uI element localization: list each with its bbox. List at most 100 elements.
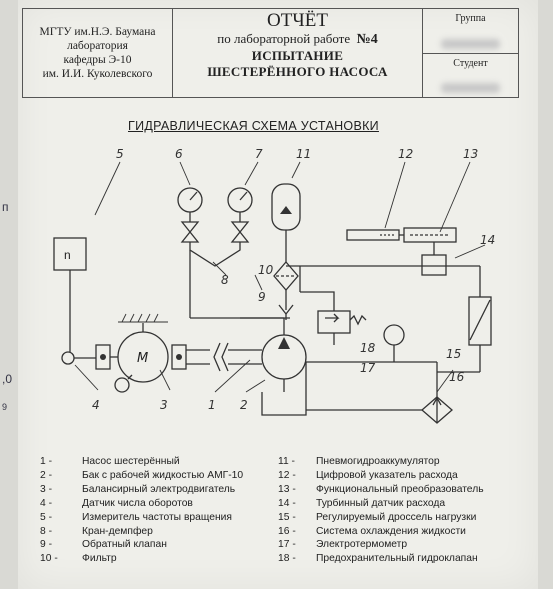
schema-title: ГИДРАВЛИЧЕСКАЯ СХЕМА УСТАНОВКИ <box>128 119 379 133</box>
callout-5: 5 <box>116 147 124 161</box>
legend-text: Бак с рабочей жидкостью АМГ-10 <box>82 469 244 481</box>
callout-15: 15 <box>446 347 461 361</box>
legend-num: 9 - <box>40 539 53 551</box>
legend-row: 3 - Балансирный электродвигатель <box>40 483 243 497</box>
lab-prefix: по лабораторной работе <box>217 31 351 46</box>
callout-11: 11 <box>296 147 311 161</box>
legend-text: Балансирный электродвигатель <box>82 483 236 495</box>
legend-text: Предохранительный гидроклапан <box>316 553 478 565</box>
margin-mark: п <box>2 200 9 214</box>
callout-17: 17 <box>360 361 376 375</box>
cooler-16 <box>421 396 453 424</box>
legend-text: Измеритель частоты вращения <box>82 511 232 523</box>
legend-text: Насос шестерённый <box>82 456 180 467</box>
legend-num: 3 - <box>40 483 53 495</box>
legend-num: 18 - <box>278 553 296 565</box>
callout-8: 8 <box>221 273 229 287</box>
institution-line: кафедры Э-10 <box>63 54 132 66</box>
redacted-field <box>441 83 500 93</box>
legend-num: 10 - <box>40 553 58 565</box>
damper-valve <box>230 212 250 243</box>
legend-row: 11 - Пневмогидроаккумулятор <box>278 455 484 469</box>
legend-num: 16 - <box>278 525 296 537</box>
legend-row: 17 - Электротермометр <box>278 538 484 552</box>
legend-text: Обратный клапан <box>82 539 167 551</box>
margin-mark: ,0 <box>2 372 13 386</box>
institution-block: МГТУ им.Н.Э. Баумана лаборатория кафедры… <box>23 9 173 97</box>
legend-num: 5 - <box>40 511 53 523</box>
legend-row: 5 - Измеритель частоты вращения <box>40 511 243 525</box>
callout-13: 13 <box>463 147 478 161</box>
callout-10: 10 <box>258 263 274 277</box>
callout-labels: 5 6 7 11 12 13 14 10 9 8 18 17 15 16 4 3… <box>64 147 495 412</box>
legend-row: 18 - Предохранительный гидроклапан <box>278 552 484 566</box>
group-label: Группа <box>455 13 486 24</box>
legend-text: Функциональный преобразователь <box>316 483 484 495</box>
title-block: ОТЧЁТ по лабораторной работе №4 ИСПЫТАНИ… <box>173 9 423 97</box>
legend-row: 9 - Обратный клапан <box>40 538 243 552</box>
legend-row: 14 - Турбинный датчик расхода <box>278 497 484 511</box>
damper-valve <box>180 212 200 243</box>
institution-line: им. И.И. Куколевского <box>42 68 153 80</box>
callout-16: 16 <box>449 370 465 384</box>
callout-1: 1 <box>208 398 216 412</box>
student-cell: Студент <box>423 54 518 98</box>
group-cell: Группа <box>423 9 518 54</box>
legend-text: Пневмогидроаккумулятор <box>316 456 440 467</box>
legend-num: 14 - <box>278 497 296 509</box>
legend-num: 17 - <box>278 539 296 551</box>
legend-num: 12 - <box>278 469 296 481</box>
report-title: ОТЧЁТ <box>267 10 328 31</box>
callout-2: 2 <box>240 398 248 412</box>
hydraulic-schema: 5 6 7 11 12 13 14 10 9 8 18 17 15 16 4 3… <box>53 147 495 424</box>
legend-num: 2 - <box>40 469 53 481</box>
legend-text: Электротермометр <box>316 539 408 551</box>
legend-row: 2 - Бак с рабочей жидкостью АМГ-10 <box>40 469 243 483</box>
legend-text: Турбинный датчик расхода <box>316 497 446 509</box>
student-block: Группа Студент <box>423 9 518 97</box>
topic-line-1: ИСПЫТАНИЕ <box>251 48 344 63</box>
tank-2 <box>261 392 307 416</box>
callout-3: 3 <box>160 398 168 412</box>
margin-mark: 9 <box>2 402 8 412</box>
callout-6: 6 <box>175 147 183 161</box>
report-sheet <box>18 0 538 589</box>
callout-18: 18 <box>360 341 376 355</box>
topic-line-2: ШЕСТЕРЁННОГО НАСОСА <box>207 64 388 79</box>
legend-row: 1 - Насос шестерённый <box>40 455 243 469</box>
legend-left: 1 - Насос шестерённый 2 - Бак с рабочей жи… <box>40 455 243 566</box>
student-label: Студент <box>453 57 488 69</box>
legend-text: Регулируемый дроссель нагрузки <box>316 511 477 523</box>
callout-7: 7 <box>255 147 263 161</box>
lab-line: по лабораторной работе №4 <box>173 31 422 48</box>
legend-text: Цифровой указатель расхода <box>316 469 458 481</box>
lab-number: №4 <box>356 32 378 47</box>
legend-num: 4 - <box>40 497 53 509</box>
legend-text: Система охлаждения жидкости <box>316 525 466 537</box>
rpm-sensor-4 <box>61 351 75 365</box>
callout-9: 9 <box>258 290 266 304</box>
legend-row: 10 - Фильтр <box>40 552 243 566</box>
callout-12: 12 <box>398 147 413 161</box>
legend-row: 12 - Цифровой указатель расхода <box>278 469 484 483</box>
legend-text: Кран-демпфер <box>82 525 153 537</box>
tach-label: n <box>64 248 71 262</box>
callout-leaders <box>74 161 486 393</box>
legend-num: 8 - <box>40 525 53 537</box>
institution-line: лаборатория <box>67 40 128 52</box>
legend-num: 13 - <box>278 483 296 495</box>
legend-row: 13 - Функциональный преобразователь <box>278 483 484 497</box>
legend-row: 8 - Кран-демпфер <box>40 525 243 539</box>
legend-row: 15 -Регулируемый дроссель нагрузки <box>278 511 484 525</box>
callout-14: 14 <box>480 233 495 247</box>
legend-row: 4 - Датчик числа оборотов <box>40 497 243 511</box>
institution-line: МГТУ им.Н.Э. Баумана <box>39 26 156 38</box>
legend-row: 16 - Система охлаждения жидкости <box>278 525 484 539</box>
legend-text: Датчик числа оборотов <box>82 497 193 509</box>
redacted-field <box>441 38 500 49</box>
balance-weight <box>114 377 130 393</box>
legend-text: Фильтр <box>82 553 117 565</box>
legend-num: 1 - <box>40 456 53 467</box>
motor-label: M <box>137 351 148 366</box>
legend-num: 11 - <box>278 456 295 467</box>
